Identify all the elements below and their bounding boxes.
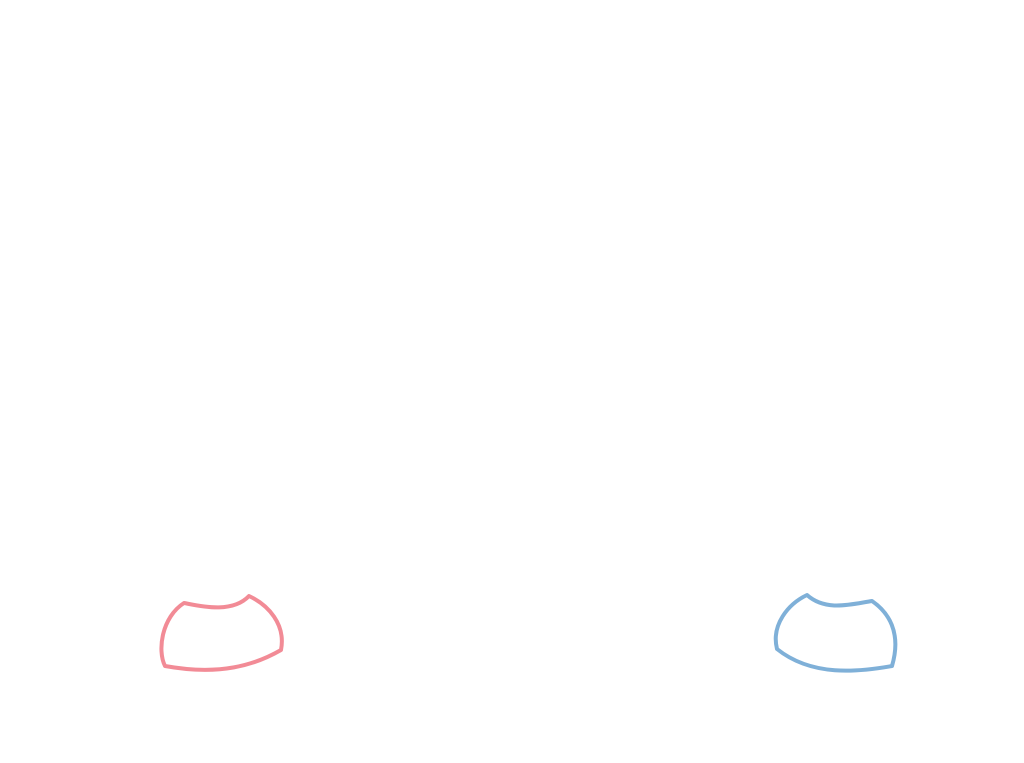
right-blob-outline: [773, 593, 898, 673]
left-blob-outline: [159, 594, 284, 672]
